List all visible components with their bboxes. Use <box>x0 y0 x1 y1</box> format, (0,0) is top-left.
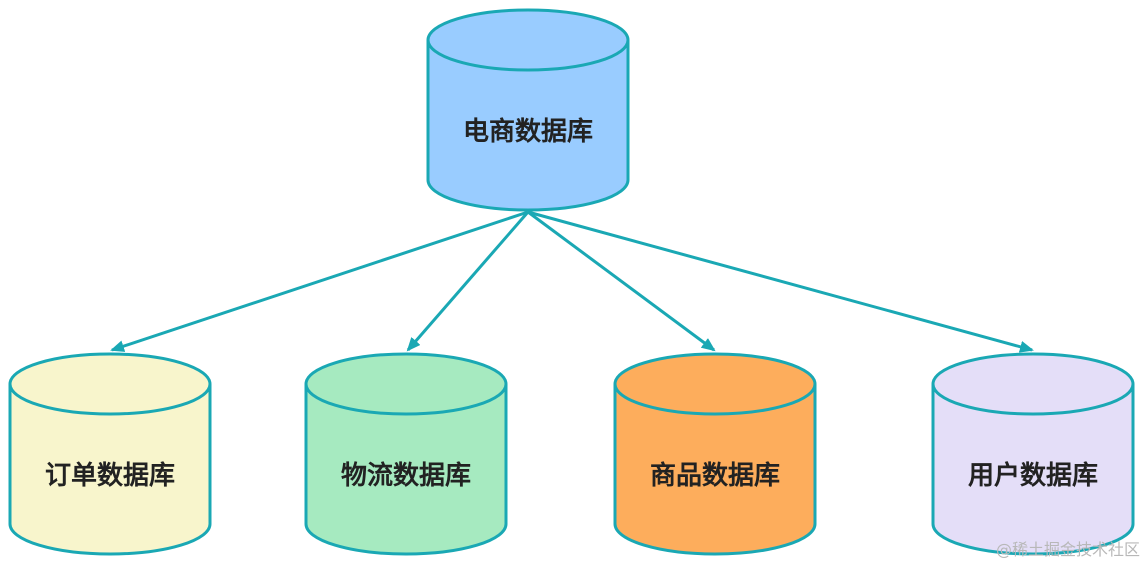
user-cylinder-body <box>931 384 1135 556</box>
logistics-database-cylinder: 物流数据库 <box>304 352 508 556</box>
product-database-label: 商品数据库 <box>650 460 780 491</box>
product-database-cylinder: 商品数据库 <box>613 352 817 556</box>
logistics-cylinder-body <box>304 384 508 556</box>
logistics-cylinder-top <box>304 352 508 416</box>
arrows <box>110 210 1034 353</box>
arrow-to-logistics-db <box>406 211 530 352</box>
watermark-text: @稀土掘金技术社区 <box>995 540 1140 559</box>
order-cylinder-top <box>8 352 212 416</box>
product-cylinder-top <box>613 352 817 416</box>
order-database-label: 订单数据库 <box>45 461 175 491</box>
root-cylinder-top <box>426 8 630 72</box>
user-database-label: 用户数据库 <box>968 460 1098 491</box>
product-cylinder-body <box>613 384 817 556</box>
root-database-cylinder: 电商数据库 <box>426 8 630 212</box>
root-database-label: 电商数据库 <box>463 116 593 147</box>
user-database-cylinder: 用户数据库 <box>931 352 1135 556</box>
order-database-cylinder: 订单数据库 <box>8 352 212 556</box>
root-cylinder-body <box>426 40 630 212</box>
arrow-to-user-db <box>527 210 1034 353</box>
logistics-database-label: 物流数据库 <box>341 461 471 491</box>
arrow-to-product-db <box>527 210 716 352</box>
arrow-to-order-db <box>110 210 529 352</box>
order-cylinder-body <box>8 384 212 556</box>
user-cylinder-top <box>931 352 1135 416</box>
